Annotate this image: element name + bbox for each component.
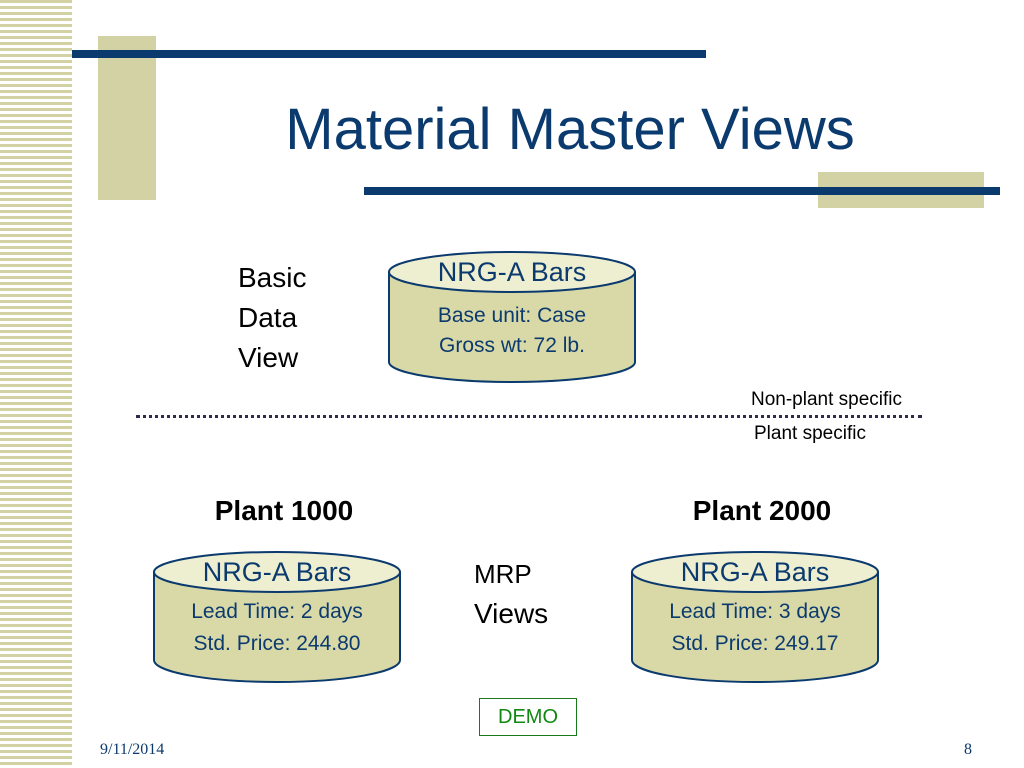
cylinder-line: Base unit: Case [437,304,587,327]
basic-label-line: View [238,342,299,373]
mrp-label-line: MRP [474,559,532,589]
plant-1000-cylinder: NRG-A Bars Lead Time: 2 days Std. Price:… [152,550,402,684]
cylinder-title: NRG-A Bars [680,557,830,587]
decorative-block-left [98,36,156,200]
specific-divider [136,415,922,418]
cylinder-line: Std. Price: 244.80 [193,632,361,655]
cylinder-line: Lead Time: 2 days [191,600,363,623]
plant-2000-heading: Plant 2000 [692,495,832,526]
cylinder-shape [153,551,401,683]
demo-button[interactable]: DEMO [479,698,577,736]
basic-label-line: Basic [238,262,307,293]
plant-specific-label: Plant specific [754,423,866,444]
footer-date: 9/11/2014 [100,741,165,758]
decorative-line-bottom [364,187,1000,195]
plant-1000-heading: Plant 1000 [214,495,354,526]
decorative-stripes [0,0,72,768]
slide-title: Material Master Views [285,97,855,162]
cylinder-shape [631,551,879,683]
decorative-line-top [72,50,706,58]
cylinder-line: Std. Price: 249.17 [671,632,839,655]
mrp-views-label: MRP Views [474,554,548,634]
mrp-label-line: Views [474,598,549,629]
basic-label-line: Data [238,302,298,333]
cylinder-shape [388,251,636,383]
basic-data-cylinder: NRG-A Bars Base unit: Case Gross wt: 72 … [387,250,637,384]
cylinder-line: Lead Time: 3 days [669,600,841,623]
page-number: 8 [964,741,972,758]
basic-data-view-label: Basic Data View [238,258,306,378]
cylinder-line: Gross wt: 72 lb. [439,334,585,357]
cylinder-title: NRG-A Bars [202,557,352,587]
cylinder-title: NRG-A Bars [437,257,587,287]
non-plant-specific-label: Non-plant specific [751,389,903,410]
plant-2000-cylinder: NRG-A Bars Lead Time: 3 days Std. Price:… [630,550,880,684]
